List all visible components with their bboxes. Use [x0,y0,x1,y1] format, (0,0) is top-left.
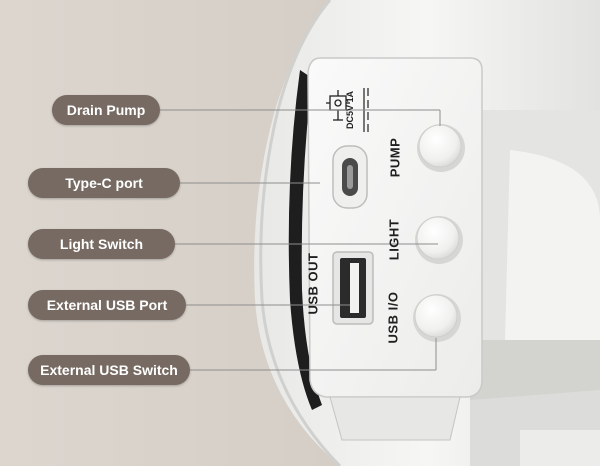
light-button [415,216,463,264]
callout-external-usb-port: External USB Port [28,290,186,320]
usb-io-button [413,294,461,342]
callout-external-usb-switch: External USB Switch [28,355,190,385]
label-rating: DC5V 1A [345,91,355,130]
usb-out-port [332,251,374,325]
label-usb-io: USB I/O [385,291,401,344]
callout-drain-pump: Drain Pump [52,95,160,125]
type-c-port [332,145,368,209]
pump-button [417,124,465,172]
callout-light-switch: Light Switch [28,229,175,259]
label-usb-out: USB OUT [305,252,321,315]
label-pump: PUMP [387,137,403,178]
callout-type-c-port: Type-C port [28,168,180,198]
label-light: LIGHT [386,218,402,261]
leader-lines [160,109,441,371]
